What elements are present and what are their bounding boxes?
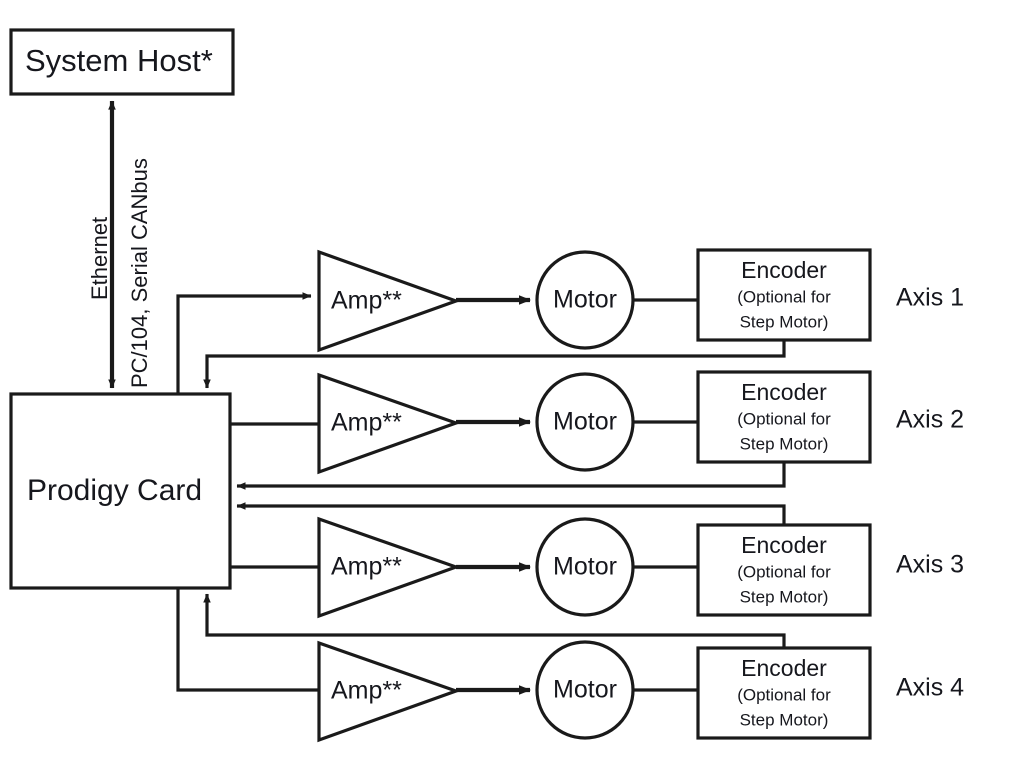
- axis-2-motor-label: Motor: [553, 408, 617, 436]
- axis-1-group: Amp** Motor Encoder (Optional for Step M…: [176, 248, 964, 394]
- prodigy-card-block: Prodigy Card: [9, 392, 232, 590]
- axis-2-group: Amp** Motor Encoder (Optional for Step M…: [230, 370, 964, 490]
- axis-1-amp-label: Amp**: [331, 287, 402, 315]
- axis-3-group: Amp** Motor Encoder (Optional for Step M…: [230, 502, 964, 619]
- axis-1-motor-label: Motor: [553, 286, 617, 314]
- host-to-card-bus: Ethernet PC/104, Serial CANbus: [87, 100, 152, 389]
- axis-1-label: Axis 1: [896, 284, 964, 312]
- system-host-block: System Host*: [9, 28, 235, 96]
- axis-3-encoder-title: Encoder: [741, 532, 827, 558]
- bus-label-pc104-canbus: PC/104, Serial CANbus: [127, 158, 152, 388]
- axis-4-label: Axis 4: [896, 674, 964, 702]
- axis-2-amp-triangle: [317, 372, 461, 475]
- axis-3-encoder-sub2: Step Motor): [740, 587, 829, 606]
- axis-4-encoder-title: Encoder: [741, 655, 827, 681]
- axis-2-encoder-sub1: (Optional for: [737, 409, 831, 428]
- axis-1-encoder-box: [696, 248, 872, 342]
- axis-4-feedback-line: [203, 593, 786, 648]
- axis-4-amp-label: Amp**: [331, 677, 402, 705]
- axis-2-feedback-line: [236, 462, 786, 490]
- axis-3-feedback-line: [236, 502, 786, 525]
- axis-4-motor-label: Motor: [553, 676, 617, 704]
- axis-2-amp-label: Amp**: [331, 409, 402, 437]
- prodigy-card-box: [9, 392, 232, 590]
- axis-4-encoder-sub1: (Optional for: [737, 685, 831, 704]
- axis-3-amp-triangle: [317, 516, 461, 619]
- system-host-box: [9, 28, 235, 96]
- axis-3-encoder-sub1: (Optional for: [737, 562, 831, 581]
- axis-1-encoder-sub1: (Optional for: [737, 287, 831, 306]
- axis-1-amp-triangle: [317, 249, 461, 353]
- prodigy-card-label: Prodigy Card: [27, 474, 202, 507]
- axis-1-encoder-title: Encoder: [741, 257, 827, 283]
- axis-4-group: Amp** Motor Encoder (Optional for Step M…: [176, 588, 964, 743]
- axis-3-amp-label: Amp**: [331, 553, 402, 581]
- axis-4-encoder-sub2: Step Motor): [740, 710, 829, 729]
- axis-2-encoder-sub2: Step Motor): [740, 434, 829, 453]
- axis-2-label: Axis 2: [896, 406, 964, 434]
- axis-3-motor-label: Motor: [553, 553, 617, 581]
- axis-1-encoder-sub2: Step Motor): [740, 312, 829, 331]
- axis-4-encoder-box: [696, 646, 872, 740]
- axis-3-label: Axis 3: [896, 551, 964, 579]
- bus-label-ethernet: Ethernet: [87, 217, 112, 300]
- axis-3-encoder-box: [696, 523, 872, 617]
- axis-1-feedback-line: [203, 340, 786, 389]
- axis-4-command-line: [176, 588, 319, 692]
- axis-1-command-line: [176, 292, 312, 394]
- axis-4-amp-triangle: [317, 640, 461, 743]
- system-host-label: System Host*: [25, 43, 213, 78]
- axis-2-encoder-title: Encoder: [741, 379, 827, 405]
